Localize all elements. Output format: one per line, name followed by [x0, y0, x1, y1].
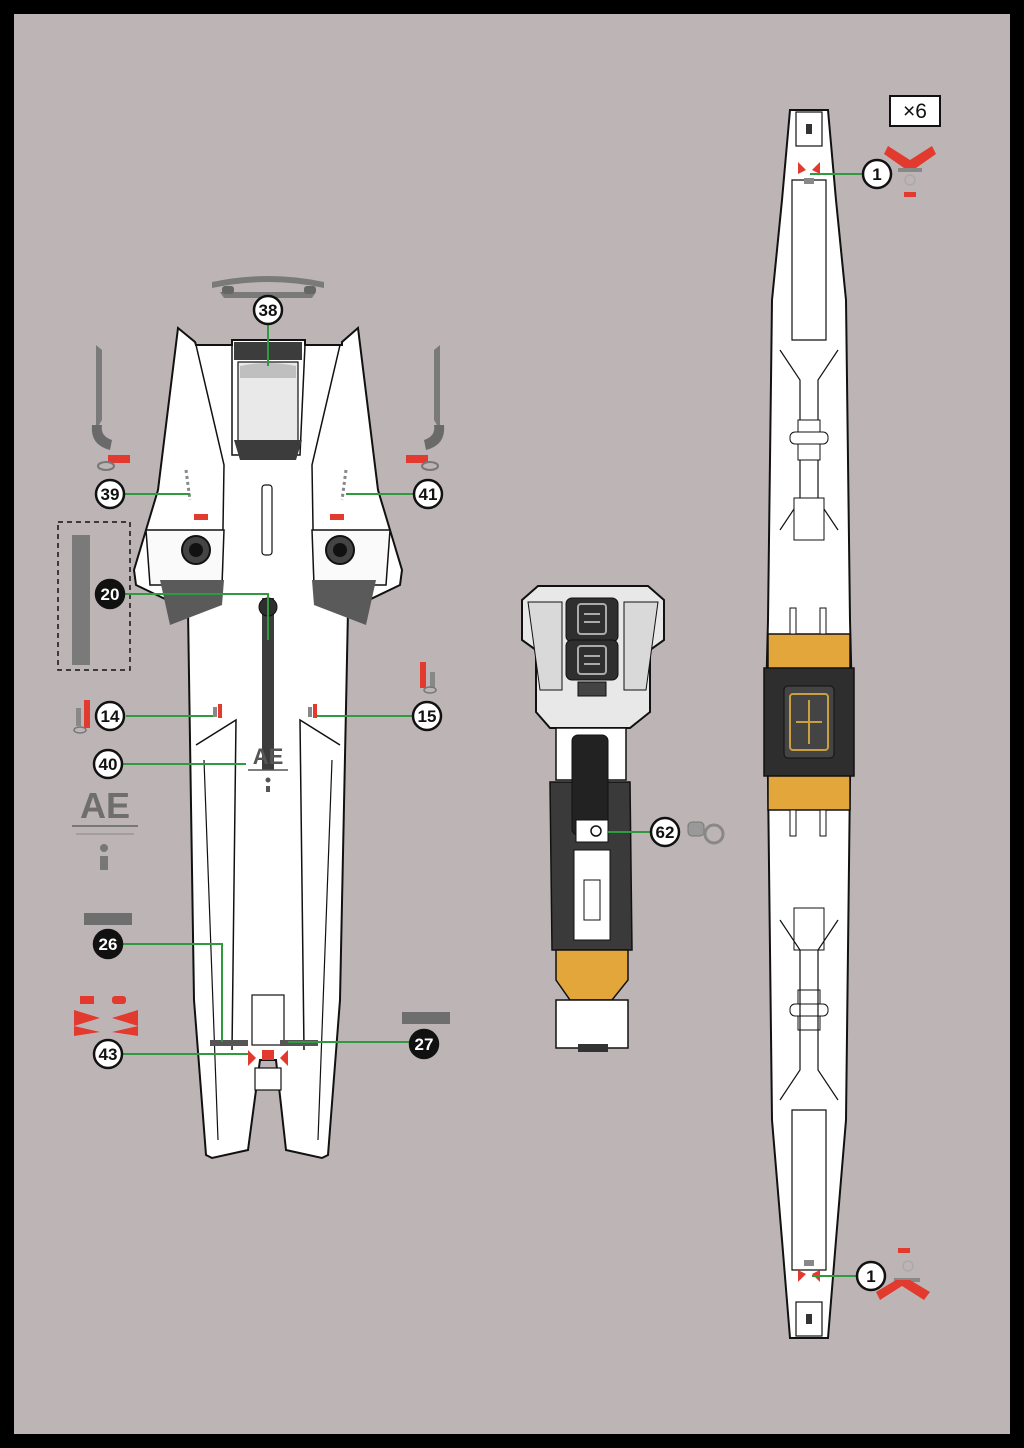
ae-logo-decal: AE	[80, 785, 130, 826]
callout-number: 40	[99, 755, 118, 774]
callout-circle	[92, 748, 124, 780]
yellow-collar-top	[767, 633, 851, 671]
decal-1-top-art	[884, 146, 936, 197]
callout-number: 1	[866, 1267, 875, 1286]
callout-number: 1	[872, 165, 881, 184]
decal-43-art	[74, 996, 138, 1036]
quantity-box	[889, 95, 941, 127]
callout-circle	[411, 700, 443, 732]
decal-26-art	[84, 913, 132, 925]
long-blade-part	[763, 109, 855, 1339]
callout-number: 62	[656, 823, 675, 842]
callout-number: 38	[259, 301, 278, 320]
front-skirt-part: AE	[132, 326, 404, 1160]
callout-circle	[94, 478, 126, 510]
callout-62: 62	[649, 816, 681, 848]
callout-circle	[412, 478, 444, 510]
quantity-multiplier: ×6	[903, 100, 927, 123]
center-slot	[262, 598, 274, 770]
callout-circle	[92, 928, 124, 960]
callout-number: 27	[415, 1035, 434, 1054]
decal-20-art	[57, 521, 131, 671]
decal-38-art	[212, 276, 324, 298]
callout-circle	[94, 700, 126, 732]
callout-circle	[94, 578, 126, 610]
callout-20: 20	[94, 578, 126, 610]
decal-39-art	[91, 345, 130, 471]
callout-number: 39	[101, 485, 120, 504]
callout-40: 40	[92, 748, 124, 780]
callout-1: 1	[861, 158, 893, 190]
callout-layer: 1 1 38 39 41 20 14 15 40 26 27 43 62	[92, 158, 893, 1292]
callout-number: 20	[101, 585, 120, 604]
callout-1: 1	[855, 1260, 887, 1292]
callout-14: 14	[94, 700, 126, 732]
callout-39: 39	[94, 478, 126, 510]
decal-14-art	[73, 700, 90, 734]
callout-38: 38	[252, 294, 284, 326]
callout-number: 41	[419, 485, 438, 504]
callout-circle	[92, 1038, 124, 1070]
callout-circle	[252, 294, 284, 326]
callout-27: 27	[408, 1028, 440, 1060]
backpack-part	[521, 585, 665, 1052]
callout-circle	[861, 158, 893, 190]
callout-circle	[408, 1028, 440, 1060]
callout-43: 43	[92, 1038, 124, 1070]
callout-number: 26	[99, 935, 118, 954]
decal-41-art	[406, 345, 445, 471]
callout-circle	[855, 1260, 887, 1292]
callout-26: 26	[92, 928, 124, 960]
callout-number: 43	[99, 1045, 118, 1064]
decal-27-art	[402, 1012, 450, 1024]
decal-62-art	[687, 821, 725, 845]
callout-circle	[649, 816, 681, 848]
decal-15-art	[420, 662, 437, 694]
callout-number: 15	[418, 707, 437, 726]
decal-40-art: AE	[72, 785, 138, 870]
ae-logo-body: AE	[253, 744, 284, 769]
callout-41: 41	[412, 478, 444, 510]
yellow-thruster	[555, 949, 629, 1001]
instruction-sheet: AE AE	[14, 14, 1010, 1434]
assembly-diagram: AE AE	[57, 95, 941, 1339]
decal-1-bottom-art	[876, 1248, 930, 1300]
callout-number: 14	[101, 707, 120, 726]
leader-lines	[122, 173, 864, 1277]
callout-15: 15	[411, 700, 443, 732]
